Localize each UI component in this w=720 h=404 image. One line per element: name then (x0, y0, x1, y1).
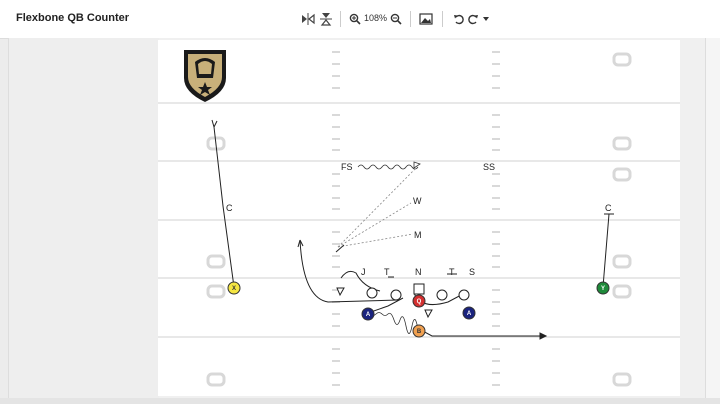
side-panel (9, 38, 159, 400)
lineman-marker (424, 309, 433, 319)
defender-tbars (335, 213, 614, 278)
toolbar: Flexbone QB Counter 108% (0, 0, 720, 39)
label-t-left[interactable]: T (384, 267, 390, 277)
lineman-center (413, 283, 425, 295)
lineman-left-guard (390, 289, 402, 301)
redo-icon[interactable] (466, 9, 480, 29)
label-c-left[interactable]: C (226, 203, 233, 213)
label-c-right[interactable]: C (605, 203, 612, 213)
bottom-bar (0, 398, 720, 404)
player-a-left-label: A (366, 312, 371, 318)
y-route (602, 213, 610, 288)
chevron-down-icon[interactable] (481, 9, 491, 29)
window-title: Flexbone QB Counter (16, 12, 130, 24)
label-ss[interactable]: SS (483, 162, 495, 172)
line-block-route (299, 239, 399, 303)
yard-numbers (206, 52, 632, 387)
flip-horizontal-icon[interactable] (300, 9, 316, 29)
scrollbar[interactable] (706, 38, 720, 404)
label-fs[interactable]: FS (341, 162, 353, 172)
player-y[interactable]: Y (596, 281, 610, 295)
fs-motion (357, 164, 419, 170)
player-q[interactable]: Q (412, 294, 426, 308)
toolbar-separator (442, 11, 443, 27)
lineman-wing (336, 287, 345, 297)
guard-pull (367, 297, 404, 314)
undo-icon[interactable] (452, 9, 466, 29)
label-s[interactable]: S (469, 267, 475, 277)
player-a-left[interactable]: A (361, 307, 375, 321)
player-y-label: Y (601, 286, 605, 292)
field-background (158, 40, 680, 396)
zoom-out-icon[interactable] (389, 9, 403, 29)
player-q-label: Q (417, 299, 422, 305)
x-route (213, 126, 235, 288)
label-n[interactable]: N (415, 267, 422, 277)
label-w[interactable]: W (413, 196, 422, 206)
label-m[interactable]: M (414, 230, 422, 240)
line-block-arrowhead (297, 239, 304, 248)
zoom-in-icon[interactable] (348, 9, 362, 29)
a-motion (369, 312, 419, 334)
label-j[interactable]: J (361, 267, 366, 277)
b-route-arrowhead (539, 332, 548, 340)
label-t-right[interactable]: T (449, 267, 455, 277)
player-a-right-label: A (467, 311, 472, 317)
player-b-label: B (417, 329, 422, 335)
fs-motion-arrowhead (413, 161, 421, 169)
player-b[interactable]: B (412, 324, 426, 338)
lineman-left-tackle (366, 287, 378, 299)
zoom-level: 108% (364, 13, 388, 23)
lineman-right-tackle (458, 289, 470, 301)
player-x-label: X (232, 286, 236, 292)
toolbar-separator (410, 11, 411, 27)
player-x[interactable]: X (227, 281, 241, 295)
toolbar-separator (340, 11, 341, 27)
play-diagram[interactable]: FS SS W M J T N T S C C X Y A A (158, 40, 680, 396)
army-logo (184, 50, 226, 102)
flip-vertical-icon[interactable] (318, 9, 334, 29)
x-route-arrowhead (211, 119, 218, 128)
lineman-right-guard (436, 289, 448, 301)
image-icon[interactable] (418, 9, 434, 29)
offensive-line (336, 283, 470, 319)
player-a-right[interactable]: A (462, 306, 476, 320)
read-lines (337, 167, 417, 248)
